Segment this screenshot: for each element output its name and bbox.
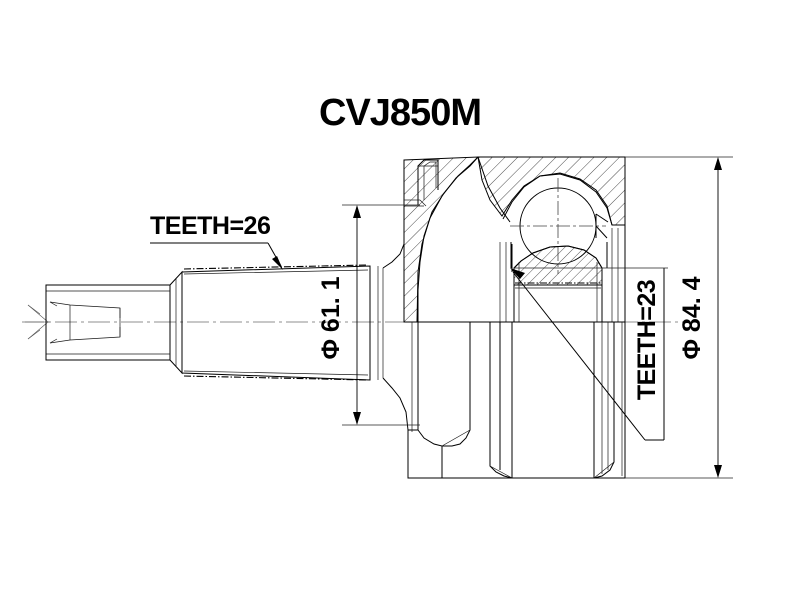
dimension-label-dia-84-4: Φ 84. 4 [678,276,706,359]
inner-bore-lines [499,228,619,322]
dimension-dia-61-1: Φ 61. 1 [317,204,420,426]
inner-race-hatch [513,245,603,286]
arrowhead-leader [510,268,525,279]
ball-cage [510,213,609,268]
dimension-dia-84-4: Φ 84. 4 [625,156,733,479]
part-number-title: CVJ850M [319,92,481,134]
arrowhead-up [714,157,722,170]
arrowhead-leader [272,256,283,270]
arrowhead-up [353,205,361,218]
outer-race-top-hatch [477,156,626,226]
callout-label-teeth-23: TEETH=23 [633,280,661,400]
splined-stub-end [25,284,171,361]
dimension-label-dia-61-1: Φ 61. 1 [317,276,345,359]
boot-retainer-lip [404,159,439,207]
shaft-boot-seat-barrel [181,264,384,381]
inner-race-section [511,244,603,322]
arrowhead-down [353,412,361,425]
stub-to-shaft-transition [169,270,183,375]
arrowhead-down [714,465,722,478]
callout-label-teeth-26: TEETH=26 [150,212,270,240]
callout-teeth-23: TEETH=23 [510,267,668,441]
outer-race-wall-hatch [403,156,480,323]
outer-race-upper-section [403,156,626,323]
callout-teeth-26: TEETH=26 [150,212,283,270]
outer-race-lower-outside-view [404,321,626,479]
